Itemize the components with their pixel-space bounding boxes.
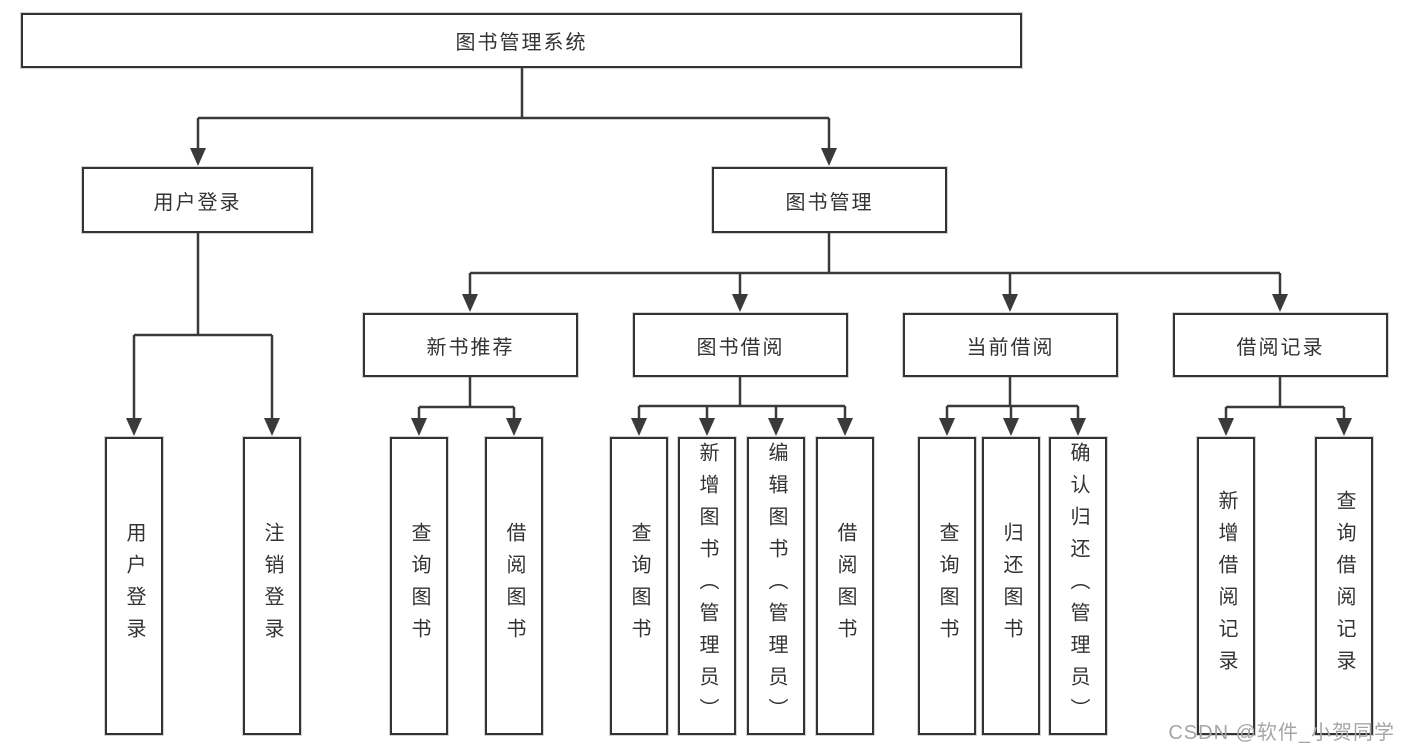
leaf-borrow-books: 借阅图书 (816, 437, 874, 735)
connector-user-login (126, 233, 280, 436)
node-user-login-label: 用户登录 (153, 191, 242, 214)
leaf-query-books-borrow: 查询图书 (610, 437, 668, 735)
leaf-edit-book-admin: 编辑图书（管理员） (747, 437, 805, 735)
leaf-edit-book-admin-label: 编辑图书（管理员） (765, 442, 787, 730)
leaf-query-books-recommend-label: 查询图书 (408, 522, 430, 650)
leaf-query-borrow-record-label: 查询借阅记录 (1333, 490, 1355, 682)
leaf-add-borrow-record: 新增借阅记录 (1197, 437, 1255, 735)
leaf-return-book-label: 归还图书 (1000, 522, 1022, 650)
connector-borrow-records (1218, 377, 1352, 436)
connector-book-management (462, 233, 1288, 312)
leaf-borrow-books-recommend: 借阅图书 (485, 437, 543, 735)
leaf-confirm-return-admin: 确认归还（管理员） (1049, 437, 1107, 735)
connector-current-borrow (939, 377, 1086, 436)
node-borrow-records-label: 借阅记录 (1236, 336, 1325, 359)
node-new-book-recommend: 新书推荐 (363, 313, 578, 377)
csdn-watermark: CSDN @软件_小贺同学 (1168, 722, 1395, 744)
node-current-borrow-label: 当前借阅 (966, 336, 1055, 359)
node-book-management-label: 图书管理 (785, 191, 874, 214)
leaf-query-books-borrow-label: 查询图书 (628, 522, 650, 650)
leaf-query-borrow-record: 查询借阅记录 (1315, 437, 1373, 735)
leaf-borrow-books-recommend-label: 借阅图书 (503, 522, 525, 650)
leaf-add-book-admin-label: 新增图书（管理员） (696, 442, 718, 730)
leaf-borrow-books-label: 借阅图书 (834, 522, 856, 650)
leaf-add-borrow-record-label: 新增借阅记录 (1215, 490, 1237, 682)
node-current-borrow: 当前借阅 (903, 313, 1118, 377)
connector-book-borrow (631, 377, 853, 436)
leaf-add-book-admin: 新增图书（管理员） (678, 437, 736, 735)
leaf-return-book: 归还图书 (982, 437, 1040, 735)
leaf-logout-label: 注销登录 (261, 522, 283, 650)
leaf-logout: 注销登录 (243, 437, 301, 735)
connector-new-book-recommend (411, 377, 522, 436)
node-book-borrow: 图书借阅 (633, 313, 848, 377)
leaf-query-books-current-label: 查询图书 (936, 522, 958, 650)
leaf-user-login-label: 用户登录 (123, 522, 145, 650)
node-book-borrow-label: 图书借阅 (696, 336, 785, 359)
node-book-management: 图书管理 (712, 167, 947, 233)
leaf-query-books-current: 查询图书 (918, 437, 976, 735)
leaf-query-books-recommend: 查询图书 (390, 437, 448, 735)
node-borrow-records: 借阅记录 (1173, 313, 1388, 377)
leaf-confirm-return-admin-label: 确认归还（管理员） (1067, 442, 1089, 730)
node-root: 图书管理系统 (21, 13, 1022, 68)
connector-root (190, 68, 837, 166)
node-user-login: 用户登录 (82, 167, 313, 233)
node-new-book-recommend-label: 新书推荐 (426, 336, 515, 359)
node-root-label: 图书管理系统 (455, 32, 588, 54)
leaf-user-login: 用户登录 (105, 437, 163, 735)
